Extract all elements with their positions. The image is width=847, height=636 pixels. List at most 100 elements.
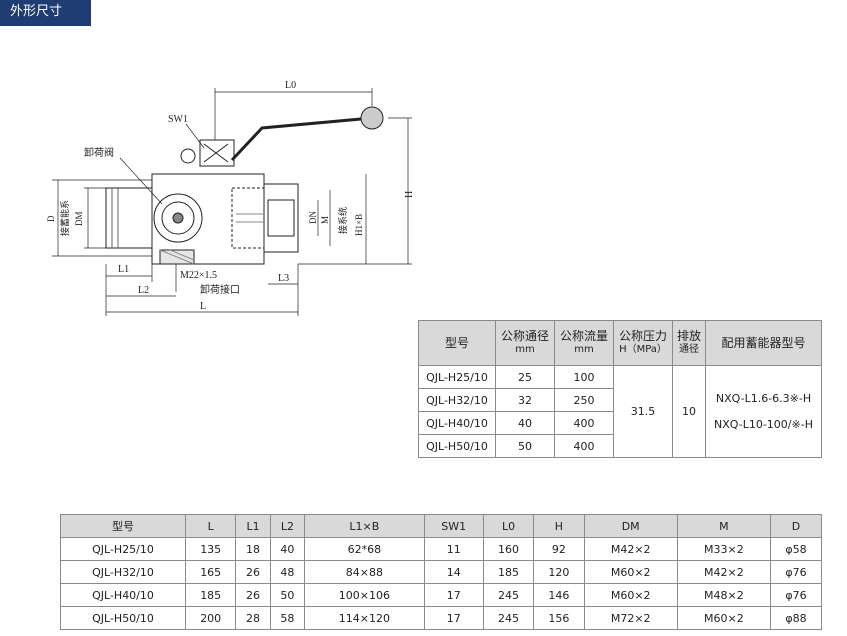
label-relief-port: 卸荷接口: [200, 283, 240, 296]
section-title-rule: [0, 24, 91, 26]
table-row: QJL-H40/10 40 400: [418, 411, 822, 435]
table-cell: 185: [184, 583, 237, 607]
table-cell: 40: [269, 537, 306, 561]
table-cell: 135: [184, 537, 237, 561]
label-d: D: [46, 215, 56, 222]
cell-flow: 250: [554, 388, 614, 412]
table-row: QJL-H40/10 185 26 50 100×106 17 245 146 …: [60, 583, 823, 607]
cell-flow: 100: [554, 365, 614, 389]
table-cell: 185: [482, 560, 535, 584]
label-l3: L3: [278, 273, 289, 284]
table-cell: QJL-H40/10: [60, 583, 186, 607]
table-cell: 11: [423, 537, 484, 561]
label-m: M: [320, 216, 330, 224]
table-row: QJL-H32/10 165 26 48 84×88 14 185 120 M6…: [60, 560, 823, 584]
table-row: QJL-H25/10 25 100 31.5 10 NXQ-L1.6-6.3※-…: [418, 365, 822, 458]
table-cell: 17: [423, 606, 484, 630]
table-cell: 100×106: [304, 583, 425, 607]
right-port: [263, 183, 299, 253]
table-cell: 245: [482, 606, 535, 630]
header-cell: SW1: [423, 514, 484, 538]
header-cell: L1: [235, 514, 271, 538]
table-cell: 14: [423, 560, 484, 584]
table-cell: 50: [269, 583, 306, 607]
header-cell: DM: [583, 514, 678, 538]
cell-flow: 400: [554, 434, 614, 458]
label-system-side: 接系统: [337, 207, 349, 234]
cell-flow: 400: [554, 411, 614, 435]
table-cell: 160: [482, 537, 535, 561]
cell-bore: 50: [495, 434, 555, 458]
table-row: QJL-H32/10 32 250: [418, 388, 822, 412]
table-cell: M60×2: [583, 560, 678, 584]
table-row: QJL-H50/10 50 400: [418, 434, 822, 458]
table-cell: M60×2: [583, 583, 678, 607]
cell-model: QJL-H50/10: [418, 434, 496, 458]
table-cell: M48×2: [676, 583, 771, 607]
label-l: L: [200, 301, 206, 312]
table-cell: 84×88: [304, 560, 425, 584]
handle-ball: [360, 106, 384, 130]
label-h1xb: H1×B: [354, 214, 364, 236]
cell-bore: 40: [495, 411, 555, 435]
left-port: [105, 187, 153, 249]
table-row: QJL-H25/10 135 18 40 62*68 11 160 92 M42…: [60, 537, 823, 561]
section-title-tab: 外形尺寸: [0, 0, 91, 24]
table-cell: M42×2: [676, 560, 771, 584]
table-cell: 17: [423, 583, 484, 607]
cell-drain: 10: [672, 365, 706, 458]
table-cell: φ76: [769, 583, 823, 607]
table-cell: 245: [482, 583, 535, 607]
label-m22: M22×1.5: [180, 270, 217, 281]
table-row: QJL-H50/10 200 28 58 114×120 17 245 156 …: [60, 606, 823, 630]
cell-model: QJL-H25/10: [418, 365, 496, 389]
header-cell: L0: [482, 514, 535, 538]
table-cell: M60×2: [676, 606, 771, 630]
stem-block: [199, 139, 235, 167]
table-cell: 26: [235, 583, 271, 607]
header-cell: L: [184, 514, 237, 538]
stem-nut: [180, 148, 196, 164]
table-cell: 58: [269, 606, 306, 630]
label-accumulator-side: 接蓄能系: [59, 200, 71, 236]
table-cell: 18: [235, 537, 271, 561]
table-cell: M42×2: [583, 537, 678, 561]
header-model: 型号: [418, 320, 496, 366]
table-cell: QJL-H50/10: [60, 606, 186, 630]
table-cell: M33×2: [676, 537, 771, 561]
table-cell: M72×2: [583, 606, 678, 630]
handle-lever: [230, 116, 373, 162]
table-cell: 146: [533, 583, 585, 607]
cell-bore: 25: [495, 365, 555, 389]
table-cell: φ58: [769, 537, 823, 561]
valve-outline-drawing: L0 H SW1 卸荷阀 D 接蓄能系 DM DN M 接系统 H1×B L1 …: [46, 80, 415, 316]
cell-accumulator: NXQ-L1.6-6.3※-H NXQ-L10-100/※-H: [705, 365, 822, 458]
label-l2: L2: [138, 285, 149, 296]
header-cell: D: [769, 514, 823, 538]
section-title: 外形尺寸: [10, 4, 63, 19]
label-dm: DM: [74, 211, 84, 226]
header-cell: H: [533, 514, 585, 538]
table-cell: 114×120: [304, 606, 425, 630]
spec-table-dimensions: 型号 L L1 L2 L1×B SW1 L0 H DM M D QJL-H25/…: [60, 514, 823, 630]
cell-bore: 32: [495, 388, 555, 412]
table-cell: 48: [269, 560, 306, 584]
label-l1: L1: [118, 264, 129, 275]
label-h: H: [404, 191, 415, 198]
table-header-row: 型号 L L1 L2 L1×B SW1 L0 H DM M D: [60, 514, 823, 538]
header-cell: M: [676, 514, 771, 538]
table-cell: 200: [184, 606, 237, 630]
relief-valve-knob: [153, 193, 203, 243]
label-relief-valve: 卸荷阀: [84, 146, 114, 159]
label-dn: DN: [308, 211, 318, 224]
table-cell: φ76: [769, 560, 823, 584]
table-cell: 156: [533, 606, 585, 630]
header-drain: 排放通径: [672, 320, 706, 366]
table-cell: φ88: [769, 606, 823, 630]
header-accumulator: 配用蓄能器型号: [705, 320, 822, 366]
